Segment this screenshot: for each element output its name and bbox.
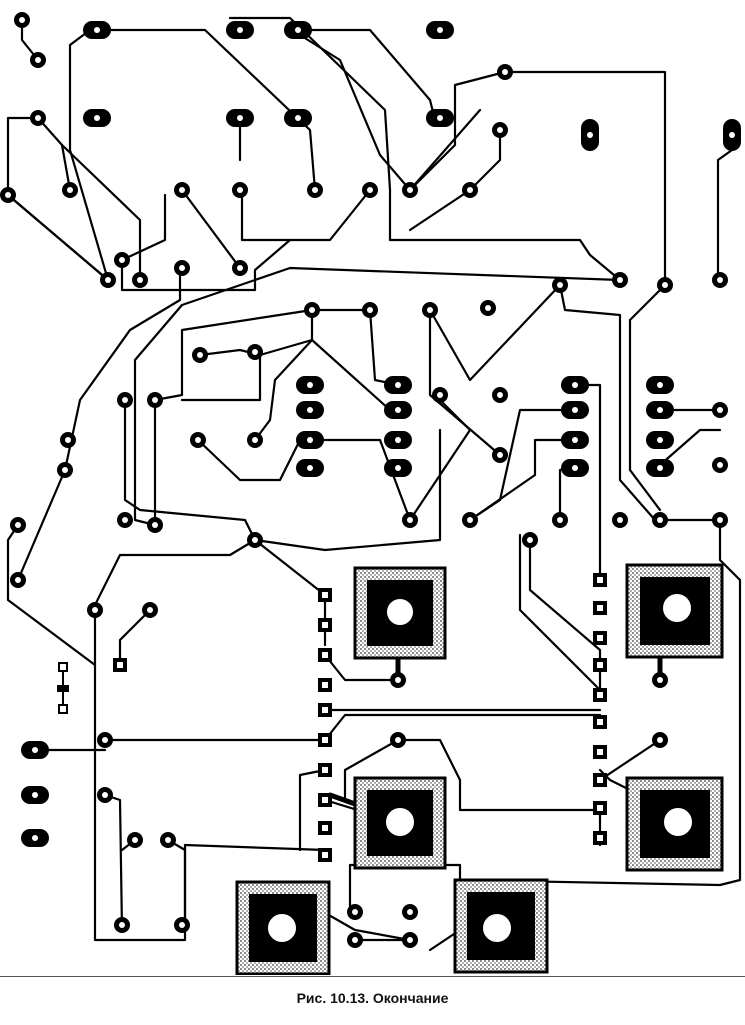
power-straps — [282, 127, 683, 948]
ic-footprint-4 — [625, 776, 724, 872]
caption-divider — [0, 976, 745, 977]
ic-footprints — [235, 563, 724, 975]
ic-footprint-3 — [353, 776, 447, 870]
ic-footprint-6 — [453, 878, 549, 974]
diode-mark — [57, 662, 69, 714]
figure-caption: Рис. 10.13. Окончание — [296, 990, 449, 1006]
ic-footprint-1 — [353, 566, 447, 660]
ic-footprint-2 — [625, 563, 724, 659]
oblong-pads — [21, 21, 741, 847]
square-pads — [113, 573, 607, 862]
pcb-layout — [0, 12, 742, 975]
ic-footprint-5 — [235, 880, 331, 975]
